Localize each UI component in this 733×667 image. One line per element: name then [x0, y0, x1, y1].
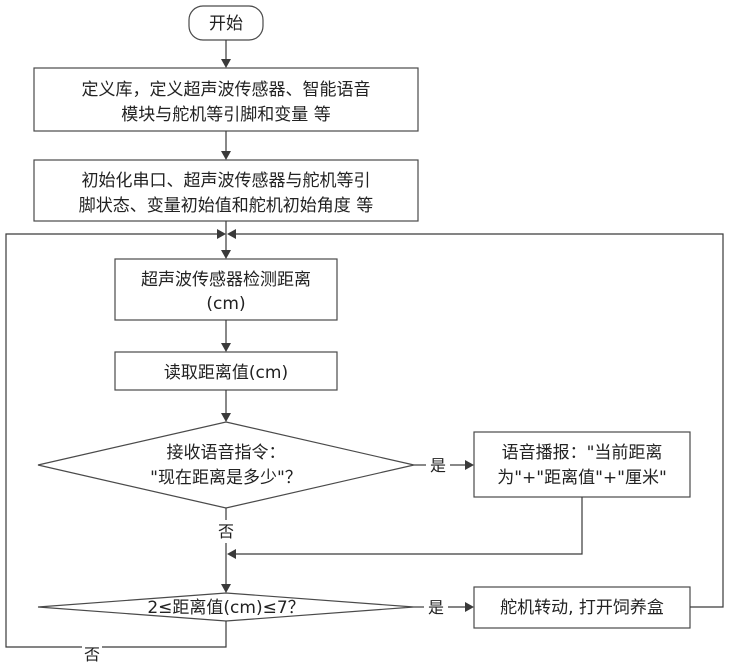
- read-step-label: 读取距离值(cm): [164, 363, 288, 383]
- voice-command-decision: [37, 421, 415, 509]
- connector-no-2-a: [102, 621, 227, 648]
- range-decision-label: 2≤距离值(cm)≤7？: [147, 598, 304, 618]
- define-step-line-2: 模块与舵机等引脚和变量 等: [121, 105, 330, 125]
- arrowhead: [465, 602, 474, 612]
- arrowhead: [221, 584, 231, 593]
- arrowhead: [221, 59, 231, 68]
- arrowhead: [217, 229, 226, 239]
- no-label-1: 否: [218, 522, 234, 541]
- arrowhead: [221, 343, 231, 352]
- servo-action-label: 舵机转动, 打开饲养盒: [500, 598, 664, 618]
- arrowhead: [227, 229, 236, 239]
- init-step-line-2: 脚状态、变量初始值和舵机初始角度 等: [79, 196, 373, 216]
- define-step-box: [33, 67, 419, 132]
- servo-action-box: [473, 586, 691, 629]
- broadcast-line-2: 为"+"距离值"+"厘米": [497, 468, 667, 488]
- yes-label-2: 是: [428, 598, 444, 617]
- connector-broadcast-merge: [236, 497, 583, 555]
- arrowhead: [465, 460, 474, 470]
- arrowhead: [221, 151, 231, 160]
- read-step-box: [114, 351, 338, 391]
- yes-label-1: 是: [430, 456, 446, 475]
- broadcast-line-1: 语音播报："当前距离: [502, 443, 663, 463]
- arrowhead: [221, 413, 231, 422]
- arrowhead: [227, 549, 236, 559]
- voice-decision-line-2: "现在距离是多少"？: [150, 468, 302, 488]
- measure-step-line-1: 超声波传感器检测距离: [141, 270, 311, 290]
- measure-step-box: [114, 258, 338, 321]
- measure-step-line-2: (cm): [206, 294, 245, 314]
- voice-broadcast-box: [473, 431, 691, 498]
- arrowhead: [221, 250, 231, 259]
- start-label: 开始: [209, 14, 243, 34]
- voice-decision-line-1: 接收语音指令：: [167, 443, 286, 463]
- define-step-line-1: 定义库，定义超声波传感器、智能语音: [82, 80, 371, 100]
- connector-no-2-loop: [5, 233, 217, 648]
- init-step-line-1: 初始化串口、超声波传感器与舵机等引: [82, 171, 371, 191]
- no-label-2: 否: [84, 645, 100, 664]
- connector-servo-loop: [236, 233, 724, 608]
